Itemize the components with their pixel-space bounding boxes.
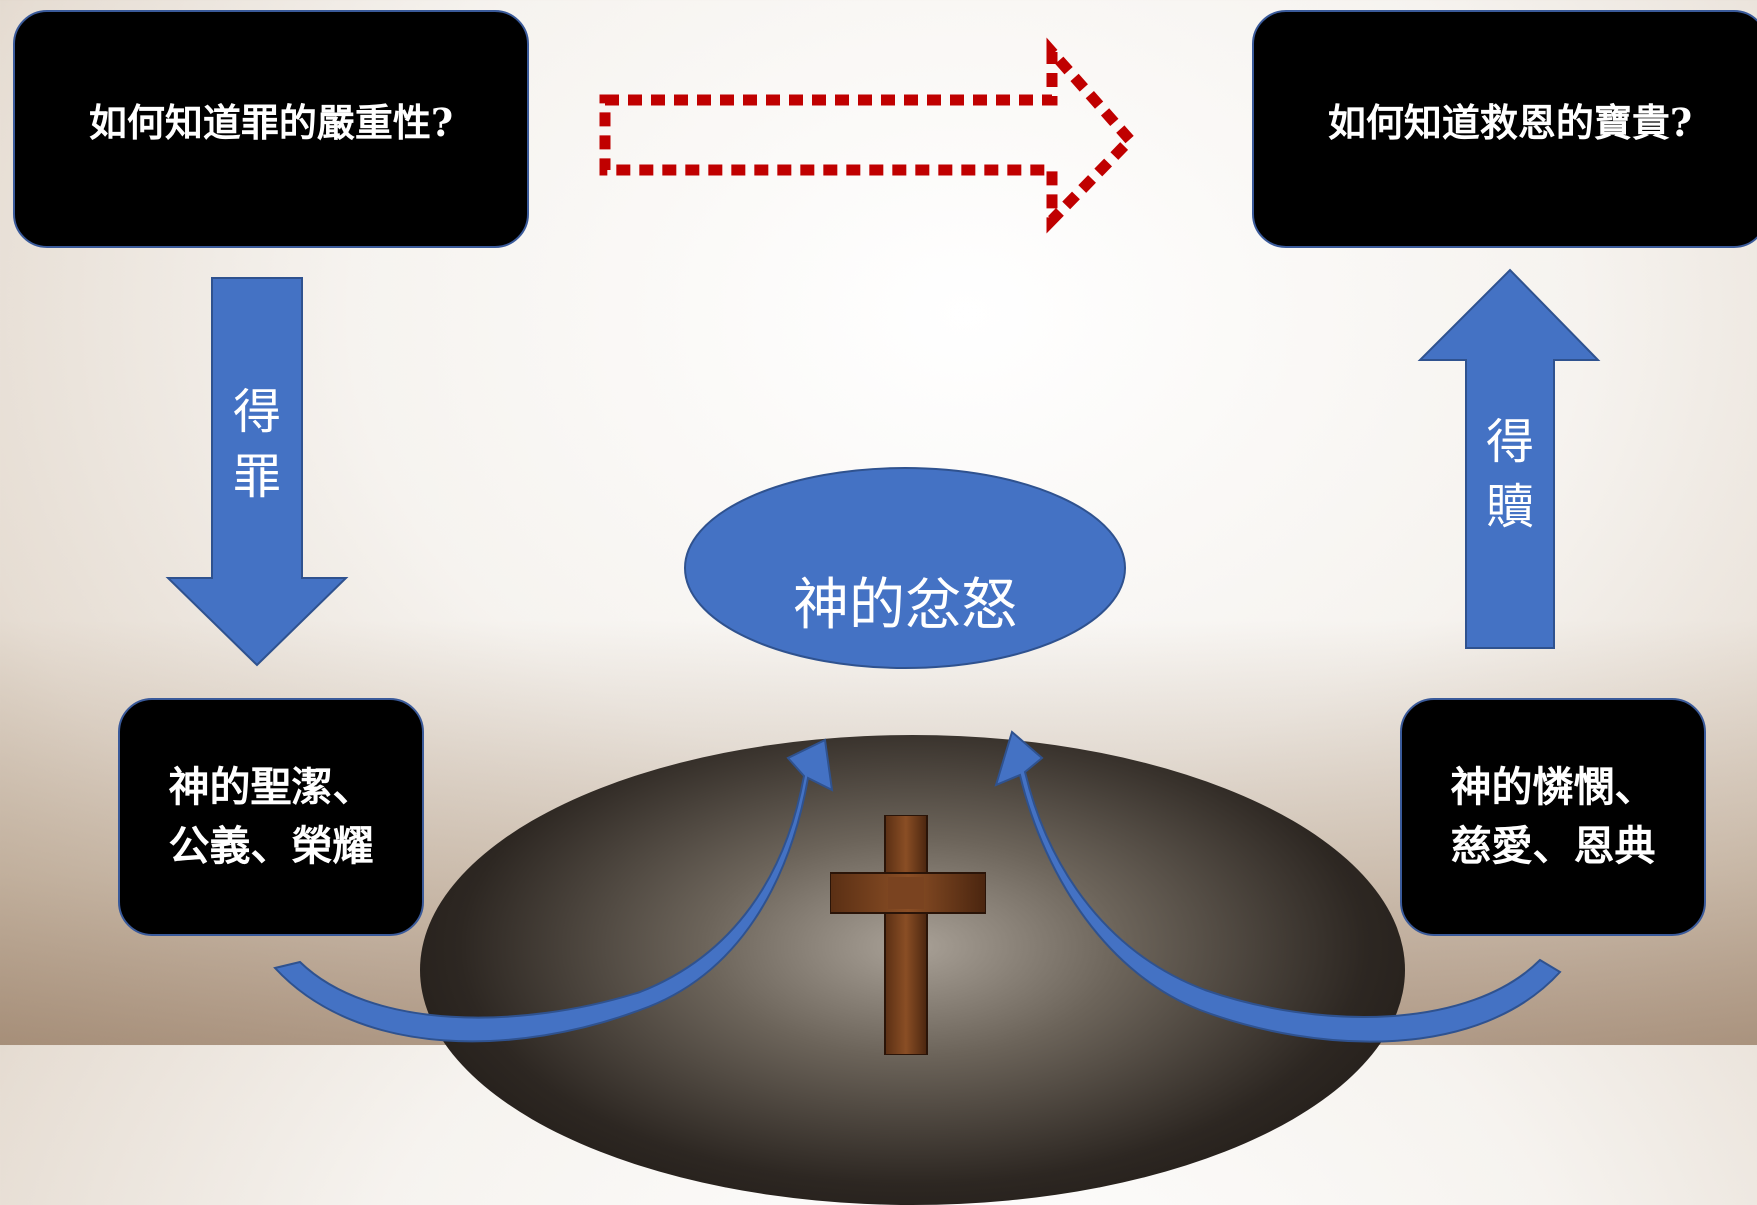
- question-salvation-box: 如何知道救恩的寶貴?: [1252, 10, 1757, 248]
- mercy-box: 神的憐憫、 慈愛、恩典: [1400, 698, 1706, 936]
- wooden-cross-icon: [830, 815, 986, 1055]
- down-arrow: [165, 277, 349, 667]
- question-sin-text: 如何知道罪的嚴重性?: [88, 99, 454, 145]
- wrath-ellipse: [684, 467, 1126, 669]
- diagram-arrows: [165, 37, 1601, 1043]
- dotted-red-arrow: [599, 37, 1138, 234]
- curved-arrow-left: [273, 738, 834, 1043]
- question-sin-box: 如何知道罪的嚴重性?: [13, 10, 529, 248]
- offend-label: 得罪: [232, 384, 281, 505]
- mercy-text: 神的憐憫、 慈愛、恩典: [1450, 762, 1656, 870]
- up-arrow: [1417, 268, 1601, 649]
- redeemed-label: 得贖: [1485, 414, 1534, 535]
- question-salvation-text: 如何知道救恩的寶貴?: [1327, 99, 1693, 145]
- wrath-label: 神的忿怒: [793, 572, 1017, 638]
- curved-arrow-right: [994, 730, 1562, 1043]
- holiness-box: 神的聖潔、 公義、榮耀: [118, 698, 424, 936]
- holiness-text: 神的聖潔、 公義、榮耀: [168, 762, 374, 870]
